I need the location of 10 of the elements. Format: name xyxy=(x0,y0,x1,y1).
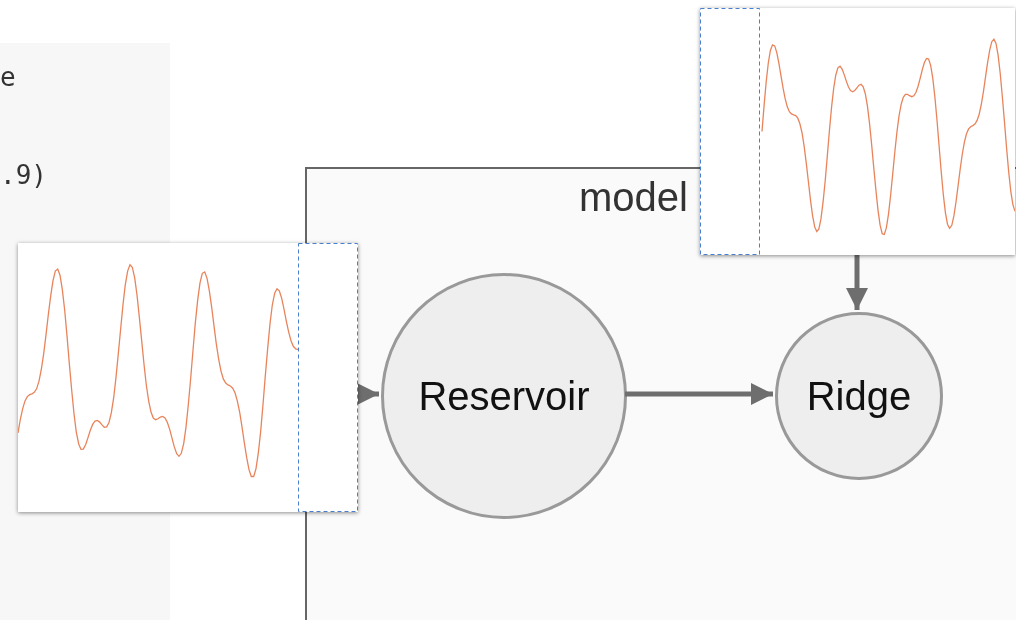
picture xyxy=(18,243,358,512)
arrow xyxy=(846,255,868,310)
arrow xyxy=(625,383,773,405)
group-title: model xyxy=(579,175,688,220)
picture xyxy=(700,8,1015,255)
node-circle: Ridge xyxy=(775,312,943,480)
node-circle: Reservoir xyxy=(381,273,627,519)
arrow xyxy=(357,383,379,405)
code-text: .9) xyxy=(0,160,47,190)
code-text: e xyxy=(0,62,16,92)
